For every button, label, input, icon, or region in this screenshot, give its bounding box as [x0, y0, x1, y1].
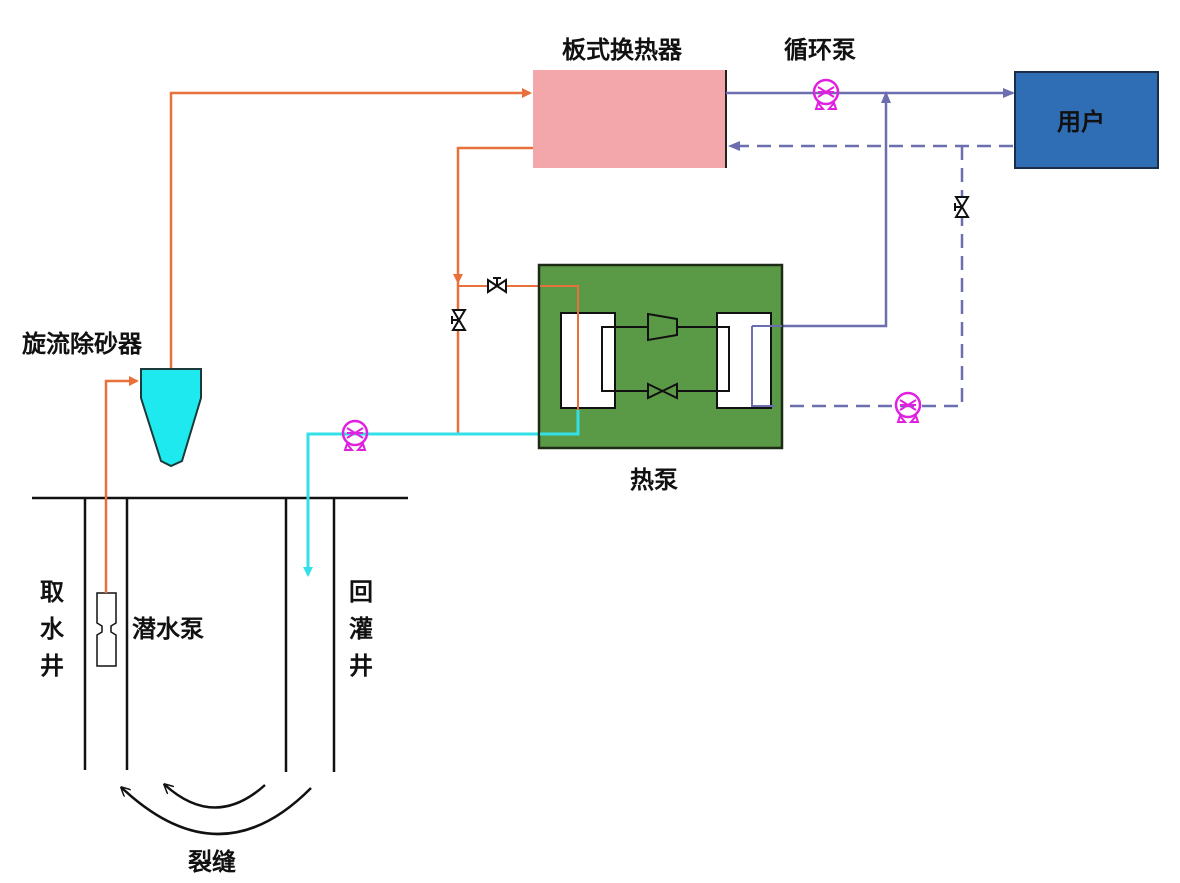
cyclone-desander	[140, 368, 202, 468]
source-water-pipes	[104, 88, 579, 593]
compressor-icon	[647, 312, 678, 342]
recharge-well	[284, 498, 336, 772]
fracture-arc-outer	[122, 788, 312, 836]
fracture-arc-inner	[165, 785, 266, 809]
submersible-pump-symbol	[96, 592, 117, 667]
label-extraction-well-2: 水	[40, 615, 65, 643]
label-circulation-pump: 循环泵	[784, 36, 856, 64]
circulation-pump-icon	[812, 78, 840, 111]
heat-pump-unit	[537, 263, 784, 450]
expansion-valve-icon	[647, 382, 678, 400]
user-return-pump-icon	[894, 391, 922, 424]
extraction-well	[83, 498, 129, 770]
label-recharge-well-1: 回	[349, 578, 373, 606]
user-box	[1014, 71, 1159, 169]
valve-icon-horizontal	[487, 277, 507, 293]
label-submersible-pump: 潜水泵	[132, 615, 204, 643]
label-fracture: 裂缝	[188, 848, 236, 876]
label-recharge-well-3: 井	[349, 652, 373, 680]
label-recharge-well-2: 灌	[349, 615, 373, 643]
plate-heat-exchanger	[533, 70, 726, 168]
valve-icon-vertical	[451, 309, 466, 331]
label-extraction-well-3: 井	[40, 652, 64, 680]
label-extraction-well-1: 取	[40, 578, 64, 606]
label-heat-pump: 热泵	[630, 466, 678, 494]
valve-icon-user-bypass	[954, 196, 969, 218]
label-plate-heat-exchanger: 板式换热器	[562, 36, 683, 64]
label-user: 用户	[1057, 108, 1105, 136]
label-cyclone-desander: 旋流除砂器	[21, 330, 143, 358]
